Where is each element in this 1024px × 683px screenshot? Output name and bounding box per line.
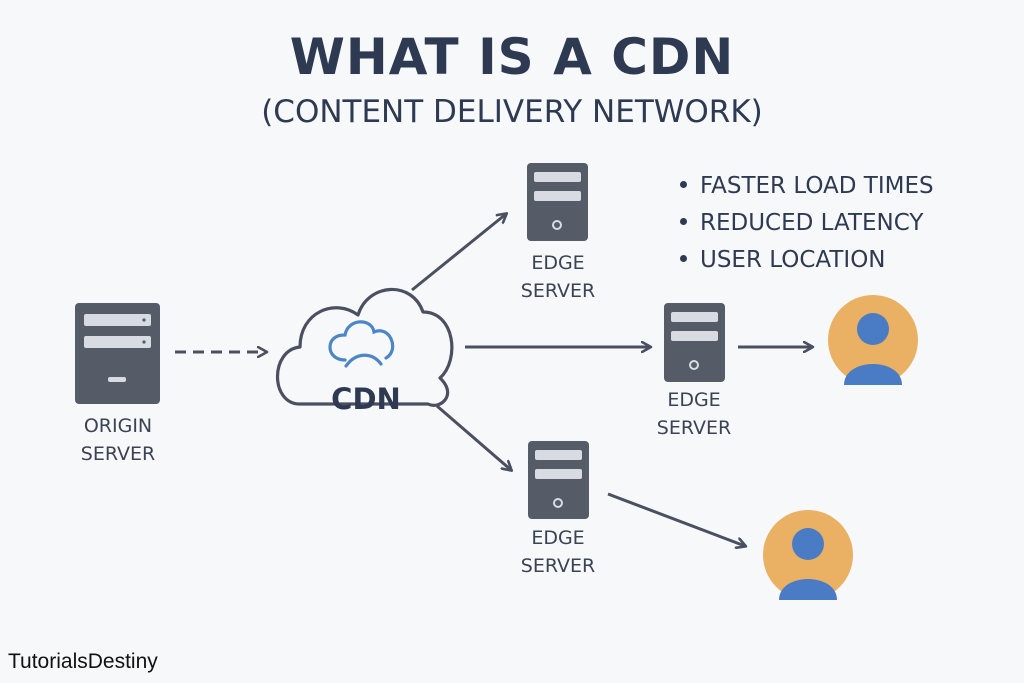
origin-server-label-line2: SERVER [80,443,156,465]
benefit-text: USER LOCATION [700,247,886,273]
benefit-text: FASTER LOAD TIMES [700,173,934,199]
user-bottom-icon [763,510,853,600]
edge-server-top-icon [527,163,588,241]
page-subtitle: (CONTENT DELIVERY NETWORK) [261,94,763,130]
user-top-icon [828,295,918,385]
cdn-to-edge-top-arrow [411,214,506,292]
cdn-to-edge-bottom-arrow [436,404,511,470]
edge-server-top-label-line2: SERVER [520,280,596,302]
edge-server-bottom-label-line2: SERVER [520,555,596,577]
edge-server-bottom-label: EDGE SERVER [498,524,618,580]
bullet-dot-icon [680,255,687,262]
cdn-cloud-icon [276,287,454,407]
benefit-item: USER LOCATION [680,242,934,279]
benefit-text: REDUCED LATENCY [700,210,924,236]
benefit-item: REDUCED LATENCY [680,205,934,242]
edge-bottom-to-user-arrow [607,492,745,546]
edge-server-middle-label-line2: SERVER [656,417,732,439]
bullet-dot-icon [680,181,687,188]
bullet-dot-icon [680,218,687,225]
edge-server-top-label: EDGE SERVER [498,249,618,305]
cdn-label: CDN [331,382,401,416]
edge-server-middle-label-line1: EDGE [667,389,721,411]
origin-server-icon [75,303,160,404]
benefits-list: FASTER LOAD TIMES REDUCED LATENCY USER L… [680,168,934,279]
edge-server-top-label-line1: EDGE [531,252,585,274]
origin-server-label-line1: ORIGIN [83,415,153,437]
edge-server-bottom-icon [528,441,589,519]
edge-server-middle-icon [664,303,725,382]
watermark: TutorialsDestiny [8,650,158,673]
edge-server-bottom-label-line1: EDGE [531,527,585,549]
page-title: WHAT IS A CDN [289,28,735,86]
origin-server-label: ORIGIN SERVER [58,412,178,468]
benefit-item: FASTER LOAD TIMES [680,168,934,205]
edge-server-middle-label: EDGE SERVER [634,386,754,442]
